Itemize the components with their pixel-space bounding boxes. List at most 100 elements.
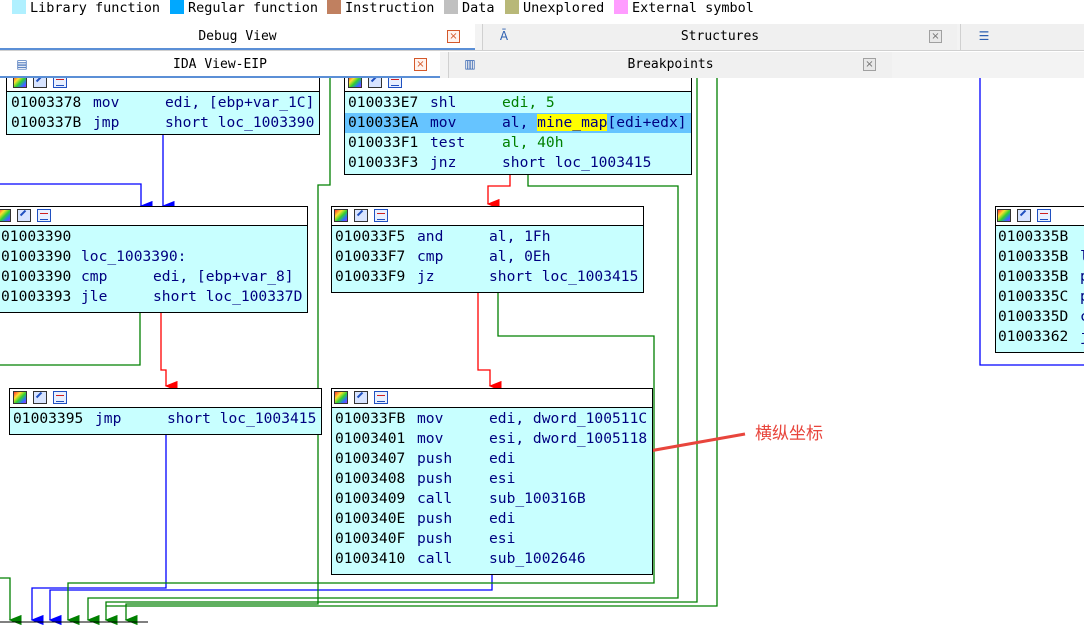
asm-mnemonic: mov: [417, 430, 444, 447]
edge-blue: [979, 78, 1084, 366]
block-header: [996, 207, 1084, 226]
asm-address: 01003390: [1, 228, 72, 245]
color-icon[interactable]: [334, 209, 348, 222]
asm-line[interactable]: 0100335Bp: [996, 267, 1084, 287]
edit-icon[interactable]: [33, 78, 47, 88]
asm-operands: al, 0Eh: [489, 248, 551, 265]
asm-line[interactable]: 0100335Bl: [996, 247, 1084, 267]
block-header: [7, 78, 319, 92]
asm-mnemonic: push: [417, 530, 453, 547]
legend-data: Data: [444, 0, 495, 20]
highlighted-symbol[interactable]: mine_map: [537, 114, 608, 131]
edit-icon[interactable]: [1017, 209, 1031, 222]
group-icon[interactable]: [388, 78, 402, 88]
legend-external-symbol: External symbol: [614, 0, 754, 20]
group-icon[interactable]: [1037, 209, 1051, 222]
block-lines: 0100335B0100335Bl0100335Bp0100335Cp01003…: [996, 226, 1084, 347]
code-block-7[interactable]: 0100335B0100335Bl0100335Bp0100335Cp01003…: [995, 206, 1084, 353]
asm-mnemonic: call: [417, 490, 453, 507]
legend-library-function: Library function: [12, 0, 160, 20]
edge-green: [66, 293, 655, 625]
legend-swatch-icon: [614, 0, 628, 14]
tab-structures[interactable]: Ā Structures ×: [482, 24, 957, 50]
tab-debug-view[interactable]: Debug View ×: [0, 24, 475, 50]
group-icon[interactable]: [374, 391, 388, 404]
asm-mnemonic: call: [417, 550, 453, 567]
color-icon[interactable]: [13, 78, 27, 88]
edit-icon[interactable]: [354, 391, 368, 404]
asm-line[interactable]: 0100335Cp: [996, 287, 1084, 307]
color-icon[interactable]: [334, 391, 348, 404]
asm-line[interactable]: 0100335B: [996, 227, 1084, 247]
edit-icon[interactable]: [33, 391, 47, 404]
edit-icon[interactable]: [354, 209, 368, 222]
edge-green: [0, 313, 141, 366]
edit-icon[interactable]: [368, 78, 382, 88]
block-header: [332, 207, 643, 226]
edit-icon[interactable]: [17, 209, 31, 222]
color-icon[interactable]: [13, 391, 27, 404]
asm-line[interactable]: 0100335Dc: [996, 307, 1084, 327]
asm-address: 010033F5: [335, 228, 406, 245]
edge-green: [104, 78, 698, 625]
group-icon[interactable]: [53, 391, 67, 404]
edge-red: [486, 175, 511, 210]
legend-swatch-icon: [12, 0, 26, 14]
legend-swatch-icon: [170, 0, 184, 14]
tab-ida-view-eip[interactable]: ▤ IDA View-EIP ×: [0, 52, 440, 78]
edge-blue: [30, 435, 167, 625]
close-icon[interactable]: ×: [863, 58, 876, 71]
legend-swatch-icon: [505, 0, 519, 14]
color-icon[interactable]: [997, 209, 1011, 222]
asm-line[interactable]: 01003362 j: [996, 327, 1084, 347]
group-icon[interactable]: [37, 209, 51, 222]
asm-address: 01003362: [998, 328, 1069, 345]
asm-line[interactable]: 01003390: [0, 227, 307, 247]
edge-green: [124, 78, 331, 625]
asm-address: 010033F9: [335, 268, 406, 285]
close-icon[interactable]: ×: [929, 30, 942, 43]
group-icon[interactable]: [53, 78, 67, 88]
group-icon[interactable]: [374, 209, 388, 222]
close-icon[interactable]: ×: [447, 30, 460, 43]
asm-mnemonic: j: [1080, 327, 1084, 347]
color-icon[interactable]: [348, 78, 362, 88]
asm-address: 0100335B: [998, 268, 1069, 285]
color-icon[interactable]: [0, 209, 11, 222]
asm-address: 0100335B: [998, 248, 1069, 265]
block-header: [345, 78, 691, 92]
asm-operands: edi, dword_100511C: [489, 410, 648, 427]
tab-breakpoints[interactable]: ▥ Breakpoints ×: [448, 52, 892, 78]
asm-address: 01003395: [13, 410, 84, 427]
close-icon[interactable]: ×: [414, 58, 427, 71]
tab-extra[interactable]: ☰: [960, 24, 1084, 50]
